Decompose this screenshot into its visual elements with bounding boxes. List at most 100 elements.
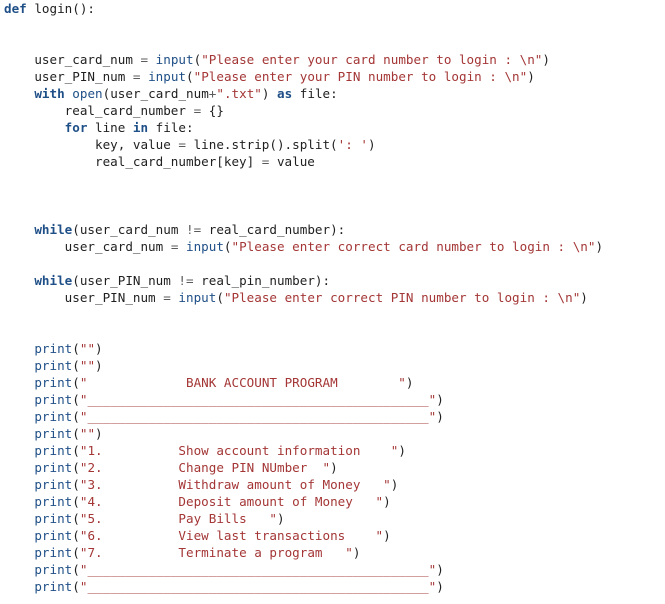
code-line: while(user_card_num != real_card_number)… <box>4 221 345 238</box>
code-token-plain: line <box>87 120 133 135</box>
code-line: print("2. Change PIN NUmber ") <box>4 459 337 476</box>
code-token-op: != <box>178 273 194 288</box>
code-token-string: "Please enter your PIN number to login :… <box>193 69 528 84</box>
code-token-plain: ) <box>367 137 376 152</box>
code-token-plain: ) <box>95 358 103 373</box>
code-token-string: "_______________________________________… <box>79 409 437 424</box>
code-token-plain: ) <box>383 528 391 543</box>
code-token-string: " BANK ACCOUNT PROGRAM " <box>79 375 406 390</box>
code-token-plain: ( <box>72 545 80 560</box>
code-line: print("_________________________________… <box>4 408 443 425</box>
code-token-plain: ) <box>352 545 361 560</box>
code-token-plain <box>4 222 34 237</box>
code-token-plain: ( <box>72 562 80 577</box>
code-line: user_PIN_num = input("Please enter corre… <box>4 289 588 306</box>
code-token-plain: {} <box>201 103 224 118</box>
code-token-plain: value <box>269 154 315 169</box>
code-line: real_card_number[key] = value <box>4 153 315 170</box>
code-token-func: print <box>34 392 73 407</box>
code-token-plain: ) <box>436 392 444 407</box>
code-token-string: "4. Deposit amount of Money " <box>79 494 384 509</box>
code-token-plain <box>4 86 34 101</box>
code-token-plain: (): <box>72 1 95 16</box>
code-token-plain: ) <box>436 562 444 577</box>
code-line: print("5. Pay Bills ") <box>4 510 284 527</box>
code-token-plain: login <box>26 1 73 16</box>
code-token-plain <box>4 443 34 458</box>
code-token-keyword: with <box>34 86 65 101</box>
code-token-plain: line.strip().split( <box>185 137 338 152</box>
code-token-plain <box>4 273 34 288</box>
code-token-plain: user_PIN_num <box>4 69 133 84</box>
code-token-plain: (user_card_num <box>102 86 209 101</box>
code-token-plain: key, value <box>4 137 179 152</box>
code-token-string: "" <box>79 341 96 356</box>
code-token-keyword: def <box>4 1 27 16</box>
code-token-string: "3. Withdraw amount of Money " <box>79 477 391 492</box>
code-token-op: = <box>193 103 202 118</box>
code-token-plain: ( <box>72 528 80 543</box>
code-token-plain: ( <box>72 579 80 594</box>
code-token-plain: ( <box>72 409 80 424</box>
code-token-plain: ( <box>72 358 80 373</box>
code-token-plain: ( <box>72 443 80 458</box>
code-token-plain: ( <box>193 52 202 67</box>
code-token-op: = <box>163 290 171 305</box>
code-token-plain <box>178 239 186 254</box>
code-token-plain <box>4 579 34 594</box>
code-token-plain: ) <box>580 290 588 305</box>
code-token-plain <box>4 341 34 356</box>
code-token-string: "" <box>79 426 96 441</box>
code-token-plain <box>4 426 34 441</box>
code-token-func: print <box>34 341 73 356</box>
code-token-plain: ( <box>72 392 80 407</box>
code-line: print("") <box>4 340 102 357</box>
code-token-plain <box>4 460 34 475</box>
code-token-plain: ( <box>216 290 224 305</box>
code-token-func: print <box>34 494 73 509</box>
code-token-plain: real_card_number[key] <box>4 154 262 169</box>
code-line: real_card_number = {} <box>4 102 224 119</box>
code-line: user_card_num = input("Please enter your… <box>4 51 550 68</box>
code-token-op: = <box>170 239 179 254</box>
code-token-plain: file: <box>148 120 194 135</box>
code-token-func: input <box>178 290 217 305</box>
code-token-plain <box>4 528 34 543</box>
code-token-op: + <box>208 86 217 101</box>
code-line: with open(user_card_num+".txt") as file: <box>4 85 337 102</box>
code-token-plain: real_card_number <box>4 103 194 118</box>
code-token-func: print <box>34 426 73 441</box>
code-token-func: print <box>34 579 73 594</box>
code-token-plain <box>4 477 34 492</box>
code-token-string: ".txt" <box>216 86 262 101</box>
code-token-plain: ) <box>542 52 550 67</box>
code-token-plain <box>4 562 34 577</box>
code-token-string: "6. View last transactions " <box>79 528 384 543</box>
code-token-op: != <box>186 222 202 237</box>
code-token-plain: ( <box>72 375 80 390</box>
code-token-plain <box>4 409 34 424</box>
code-token-plain: ) <box>527 69 535 84</box>
code-token-string: "_______________________________________… <box>79 579 437 594</box>
code-token-plain: (user_card_num <box>72 222 186 237</box>
code-line: print("_________________________________… <box>4 578 443 595</box>
code-token-plain: ) <box>383 494 391 509</box>
code-token-keyword: for <box>64 120 88 135</box>
code-line: print("_________________________________… <box>4 391 444 408</box>
code-token-func: print <box>34 409 73 424</box>
code-token-string: "1. Show account information " <box>79 443 399 458</box>
code-token-string: ': ' <box>337 137 368 152</box>
code-line: def login(): <box>4 0 95 17</box>
code-token-plain: ( <box>186 69 194 84</box>
code-token-string: "" <box>79 358 96 373</box>
code-token-plain: ) <box>405 375 414 390</box>
code-token-plain: ( <box>72 341 80 356</box>
code-token-plain: ( <box>72 426 80 441</box>
code-token-func: print <box>34 358 73 373</box>
code-token-keyword: while <box>34 273 73 288</box>
code-token-func: print <box>34 443 73 458</box>
code-token-plain <box>4 392 34 407</box>
code-line: key, value = line.strip().split(': ') <box>4 136 376 153</box>
code-line: print("") <box>4 357 103 374</box>
